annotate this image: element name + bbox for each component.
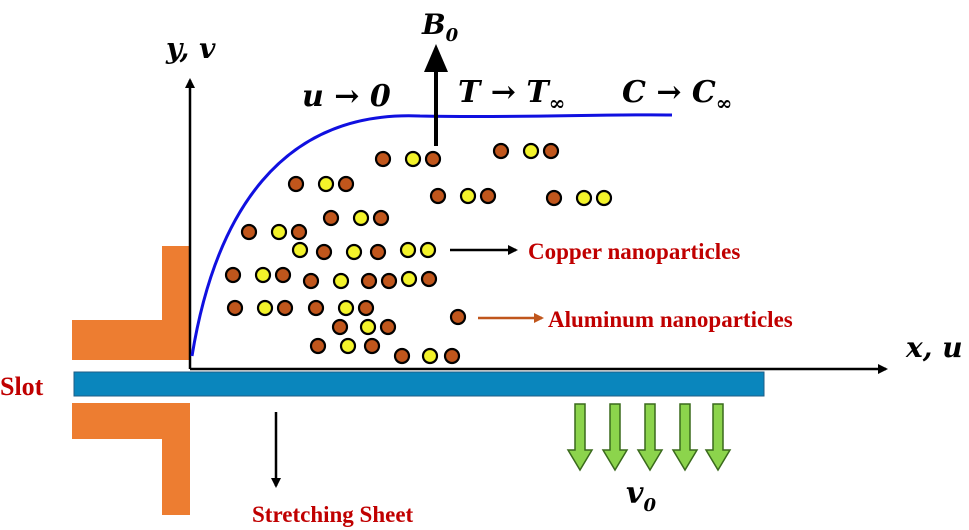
aluminum-particle — [256, 299, 274, 317]
copper-particle — [240, 223, 258, 241]
copper-particle — [360, 272, 378, 290]
copper-particle — [393, 347, 411, 365]
copper-particle — [226, 299, 244, 317]
suction-arrow — [566, 403, 594, 472]
aluminum-particle — [291, 241, 309, 259]
aluminum-particle — [359, 318, 377, 336]
aluminum-particle — [345, 243, 363, 261]
slot-upper — [72, 246, 190, 360]
aluminum-particle — [332, 272, 350, 290]
boundary-T-label: T → T∞ — [458, 75, 565, 115]
copper-particle — [302, 272, 320, 290]
aluminum-particle — [522, 142, 540, 160]
copper-particle — [290, 223, 308, 241]
aluminum-particle — [254, 266, 272, 284]
copper-particle — [449, 308, 467, 326]
slot-lower — [72, 403, 190, 515]
boundary-layer-curve — [190, 113, 673, 357]
copper-particle — [315, 243, 333, 261]
copper-particle — [322, 209, 340, 227]
stretching-sheet-label: Stretching Sheet — [252, 502, 414, 527]
y-axis-label: y, v — [165, 32, 216, 65]
copper-particle — [429, 187, 447, 205]
copper-particle — [274, 266, 292, 284]
copper-particle — [287, 175, 305, 193]
aluminum-particle — [419, 241, 437, 259]
magnetic-field-label: B0 — [421, 8, 459, 46]
suction-arrow — [636, 403, 664, 472]
copper-particle — [443, 347, 461, 365]
aluminum-label: Aluminum nanoparticles — [548, 307, 793, 332]
stretching-sheet — [73, 371, 765, 397]
copper-particle — [374, 150, 392, 168]
copper-particle — [542, 142, 560, 160]
copper-particle — [369, 243, 387, 261]
copper-particle — [492, 142, 510, 160]
aluminum-particle — [270, 223, 288, 241]
copper-particle — [276, 299, 294, 317]
copper-particle — [420, 270, 438, 288]
boundary-u-label: u → 0 — [302, 79, 391, 114]
copper-particle — [379, 318, 397, 336]
suction-arrows — [566, 403, 732, 472]
suction-arrow — [671, 403, 699, 472]
aluminum-particle — [404, 150, 422, 168]
suction-arrow — [704, 403, 732, 472]
x-axis-label: x, u — [905, 331, 963, 364]
aluminum-particle — [339, 337, 357, 355]
copper-particle — [357, 299, 375, 317]
copper-particle — [337, 175, 355, 193]
aluminum-particle — [575, 189, 593, 207]
aluminum-particle — [352, 209, 370, 227]
aluminum-particle — [317, 175, 335, 193]
copper-particle — [372, 209, 390, 227]
boundary-C-label: C → C∞ — [622, 75, 732, 115]
copper-particle — [479, 187, 497, 205]
aluminum-particle — [337, 299, 355, 317]
aluminum-particle — [421, 347, 439, 365]
copper-particle — [545, 189, 563, 207]
copper-particle — [424, 150, 442, 168]
copper-particle — [363, 337, 381, 355]
copper-particle — [307, 299, 325, 317]
copper-particle — [331, 318, 349, 336]
copper-particle — [224, 266, 242, 284]
copper-label: Copper nanoparticles — [528, 239, 740, 264]
nanoparticles — [224, 142, 613, 365]
aluminum-particle — [399, 241, 417, 259]
copper-particle — [309, 337, 327, 355]
magnetic-field-arrow — [424, 44, 448, 146]
aluminum-particle — [595, 189, 613, 207]
aluminum-particle — [459, 187, 477, 205]
aluminum-particle — [400, 270, 418, 288]
suction-velocity-label: v0 — [626, 476, 656, 516]
copper-particle — [380, 272, 398, 290]
suction-arrow — [601, 403, 629, 472]
slot-label: Slot — [0, 372, 44, 401]
